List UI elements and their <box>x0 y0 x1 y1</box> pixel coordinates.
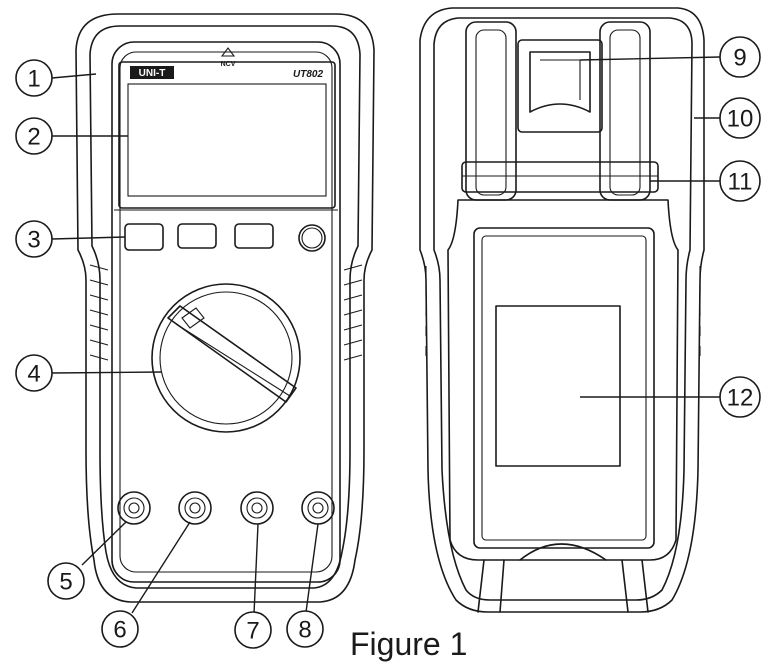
svg-text:2: 2 <box>27 124 40 151</box>
brand-logo-text: UNI-T <box>139 68 166 79</box>
terminal-2 <box>178 491 212 525</box>
svg-text:7: 7 <box>246 618 259 645</box>
brand-badge <box>130 66 174 79</box>
callout-3: 3 <box>15 220 53 258</box>
battery-cover <box>473 227 655 549</box>
front-view: UNI-T UT802 NCV <box>75 13 375 603</box>
svg-text:6: 6 <box>113 617 126 644</box>
callout-11: 11 <box>719 160 761 202</box>
back-holster-outline <box>419 7 705 613</box>
figure-caption: Figure 1 <box>350 626 467 662</box>
rotary-knob-handle <box>167 305 297 403</box>
lcd-display <box>127 83 327 197</box>
callout-5: 5 <box>47 562 85 600</box>
ncv-label: NCV <box>221 61 236 68</box>
svg-text:1: 1 <box>27 66 40 93</box>
callouts: 1 2 3 4 5 6 7 8 <box>15 36 761 649</box>
svg-text:12: 12 <box>727 385 754 412</box>
terminal-4 <box>301 491 335 525</box>
callout-6: 6 <box>101 610 139 648</box>
callout-10: 10 <box>719 97 761 139</box>
front-right-grip-ribs <box>343 264 363 361</box>
svg-text:8: 8 <box>298 617 311 644</box>
front-left-grip-ribs <box>89 264 109 361</box>
svg-text:10: 10 <box>727 106 754 133</box>
terminal-1 <box>117 491 151 525</box>
svg-text:4: 4 <box>27 361 40 388</box>
front-meter-body <box>111 41 341 583</box>
round-button <box>298 224 326 252</box>
callout-2: 2 <box>15 117 53 155</box>
stand-crossbar <box>461 161 659 193</box>
function-button-1 <box>124 223 164 251</box>
ncv-triangle-icon <box>220 47 236 57</box>
callout-8: 8 <box>286 610 324 648</box>
model-label: UT802 <box>293 69 323 80</box>
svg-text:11: 11 <box>728 169 753 196</box>
back-view <box>419 7 705 613</box>
stand-rail-left <box>465 21 517 201</box>
function-button-2 <box>177 223 217 249</box>
callout-4: 4 <box>15 354 53 392</box>
function-button-3 <box>234 223 274 249</box>
front-holster-outline <box>75 13 375 603</box>
callout-12: 12 <box>719 376 761 418</box>
probe-clip <box>517 39 603 133</box>
battery-label-area <box>495 305 621 467</box>
callout-1: 1 <box>15 59 53 97</box>
lcd-bezel <box>118 61 336 209</box>
svg-text:9: 9 <box>733 45 746 72</box>
rotary-selector <box>151 283 301 433</box>
callout-7: 7 <box>234 611 272 649</box>
svg-text:5: 5 <box>59 569 72 596</box>
input-terminals <box>117 491 335 525</box>
svg-text:3: 3 <box>27 227 40 254</box>
terminal-3 <box>240 491 274 525</box>
stand-rail-right <box>599 21 651 201</box>
callout-9: 9 <box>719 36 761 78</box>
